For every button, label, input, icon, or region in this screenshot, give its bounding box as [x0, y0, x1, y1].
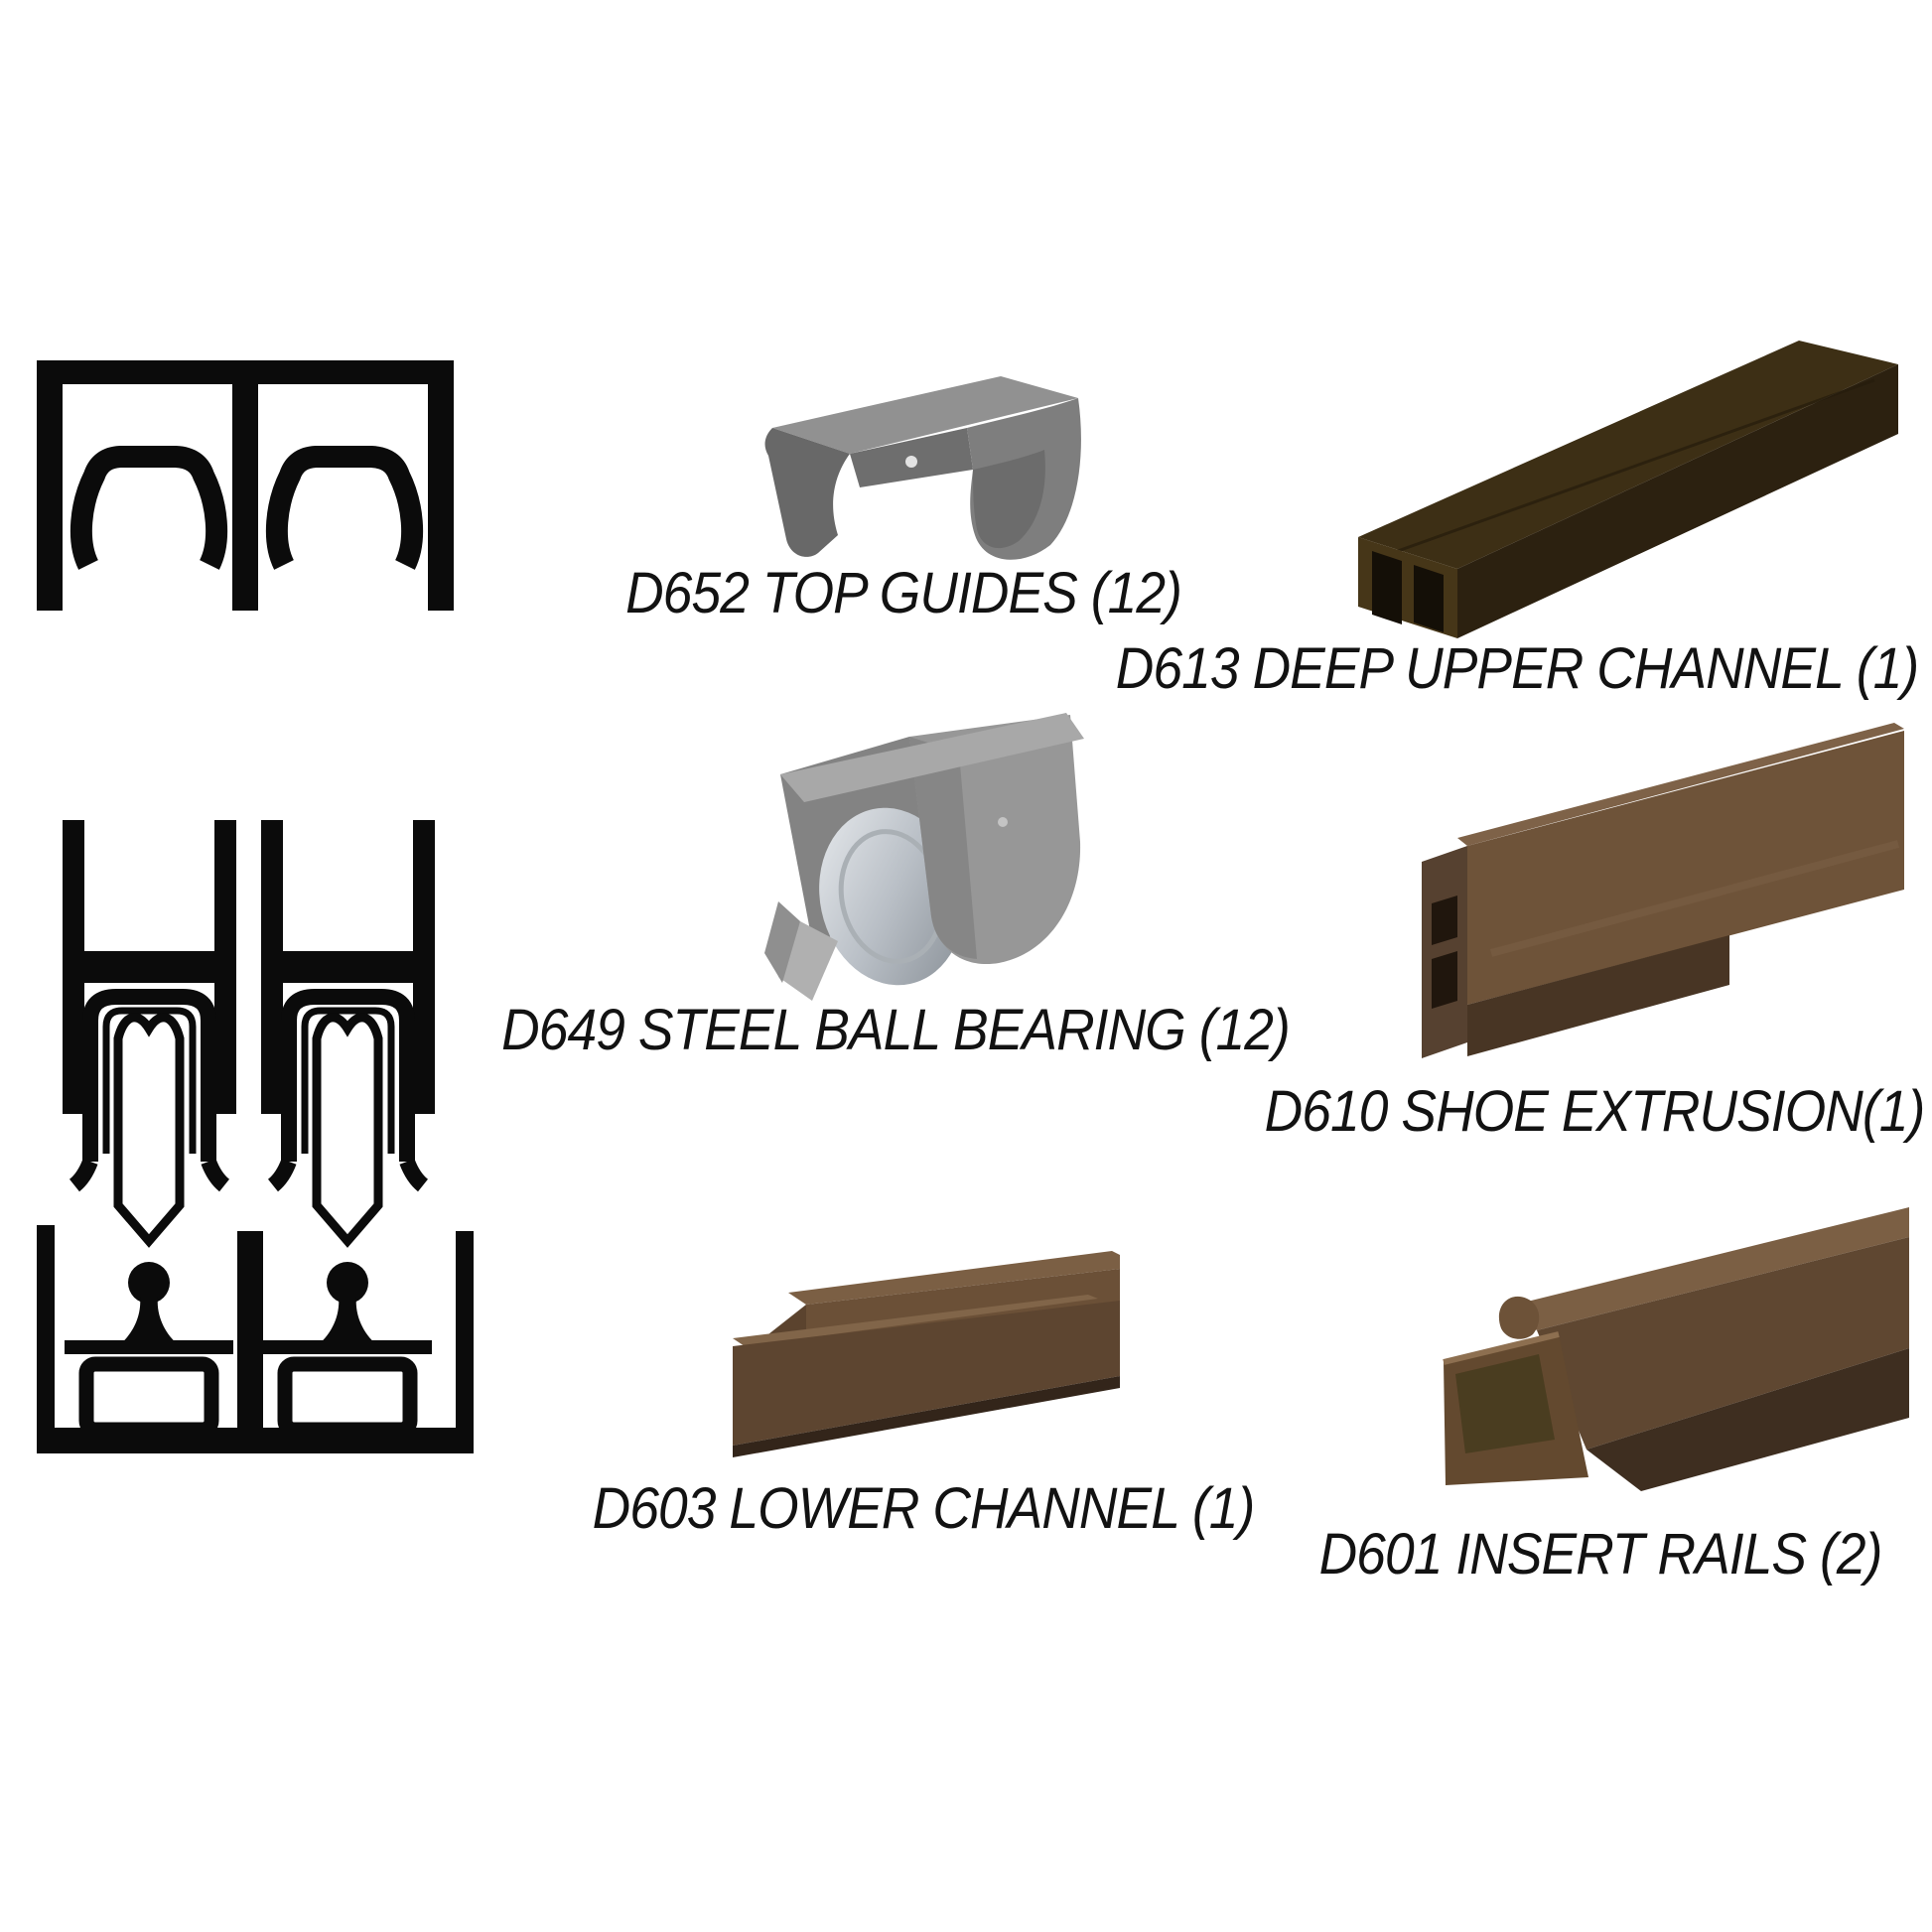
insert-rails-label: D601 INSERT RAILS (2) [1318, 1522, 1883, 1587]
steel-ball-bearing-graphic [764, 713, 1084, 1001]
steel-ball-bearing-label: D649 STEEL BALL BEARING (12) [501, 998, 1291, 1062]
insert-rails-photo [1438, 1179, 1909, 1492]
roller-assembly-drawing [37, 820, 474, 1453]
shoe-extrusion-graphic [1422, 723, 1904, 1058]
top-guides-label: D652 TOP GUIDES (12) [625, 561, 1182, 625]
roller-assembly-cross-section-diagram [37, 816, 474, 1453]
shoe-extrusion-label: D610 SHOE EXTRUSION(1) [1264, 1079, 1926, 1144]
top-guide-graphic [764, 376, 1081, 560]
deep-upper-channel-label: D613 DEEP UPPER CHANNEL (1) [1115, 636, 1919, 701]
upper-track-cross-section-diagram [37, 360, 454, 617]
deep-upper-channel-graphic [1358, 341, 1898, 638]
upper-track-cross-section-drawing [37, 360, 454, 611]
lower-channel-photo [733, 1239, 1120, 1459]
insert-rails-graphic [1443, 1207, 1909, 1491]
lower-channel-label: D603 LOWER CHANNEL (1) [592, 1476, 1256, 1541]
deep-upper-channel-photo [1338, 331, 1914, 640]
steel-ball-bearing-photo [743, 693, 1085, 1007]
shoe-extrusion-photo [1402, 715, 1910, 1062]
top-guide-photo [764, 370, 1082, 565]
lower-channel-graphic [733, 1251, 1120, 1457]
